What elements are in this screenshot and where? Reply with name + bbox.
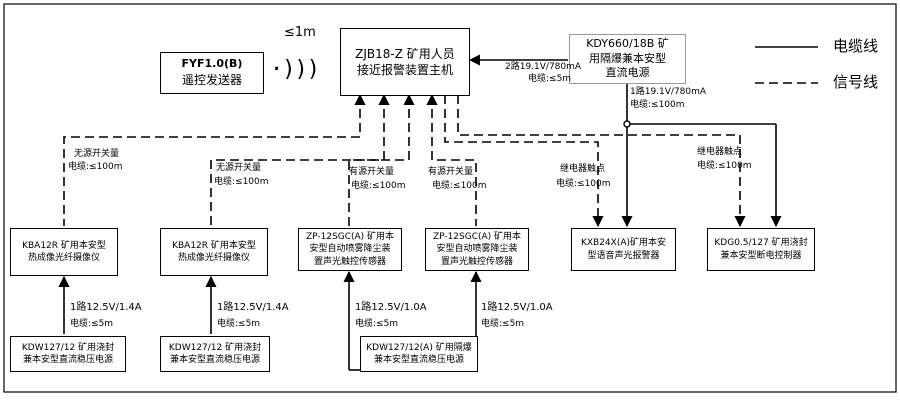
signal-label-5-cable: 电缆:≤100m <box>556 179 611 189</box>
remote-model: FYF1.0(B) <box>181 57 243 71</box>
signal-label-2-type: 无源开关量 <box>216 163 262 173</box>
psu-down-spec: 1路19.1V/780mA <box>630 87 707 97</box>
power-supply-1: KDW127/12 矿用浇封 兼本安型直流稳压电源 <box>10 336 126 372</box>
power-label-3-cable: 电缆:≤5m <box>355 319 399 329</box>
wireless-distance: ≤1m <box>284 25 316 40</box>
power-label-2-spec: 1路12.5V/1.4A <box>217 302 289 313</box>
main-psu-line2: 用隔爆兼本安型 <box>589 51 666 65</box>
signal-label-1-type: 无源开关量 <box>74 149 120 159</box>
signal-sensor1 <box>348 93 415 226</box>
device-6-line1: KDG0.5/127 矿用浇封 <box>714 238 808 249</box>
signal-controller <box>457 95 746 228</box>
signal-label-2-cable: 电缆:≤100m <box>214 177 269 187</box>
signal-camera1 <box>63 93 366 226</box>
legend-signal-label: 信号线 <box>833 73 879 91</box>
power-label-1-spec: 1路12.5V/1.4A <box>70 302 142 313</box>
device-camera-1: KBA12R 矿用本安型 热成像光纤摄像仪 <box>10 228 118 276</box>
signal-label-6-cable: 电缆:≤100m <box>697 161 752 171</box>
device-3-line1: ZP-12SGC(A) 矿用本 <box>305 232 395 243</box>
device-audible-alarm: KXB24X(A)矿用本安 型语音声光报警器 <box>571 228 676 271</box>
main-psu-line1: KDY660/18B 矿 <box>586 36 669 50</box>
device-2-line2: 热成像光纤摄像仪 <box>177 253 250 263</box>
remote-name: 遥控发送器 <box>181 73 242 88</box>
power-label-4-cable: 电缆:≤5m <box>481 319 525 329</box>
outer-frame <box>3 3 897 393</box>
psu-3-line2: 兼本安型直流稳压电源 <box>373 355 464 365</box>
psu-3-line1: KDW127/12(A) 矿用隔爆 <box>366 342 472 353</box>
psu-2-line2: 兼本安型直流稳压电源 <box>169 355 260 365</box>
power-supply-3: KDW127/12(A) 矿用隔爆 兼本安型直流稳压电源 <box>360 336 478 372</box>
psu-2-line1: KDW127/12 矿用浇封 <box>168 342 262 353</box>
device-4-line1: ZP-12SGC(A) 矿用本 <box>432 232 522 243</box>
device-sensor-1: ZP-12SGC(A) 矿用本 安型自动喷雾降尘装 置声光触控传感器 <box>298 228 402 271</box>
power-label-2-cable: 电缆:≤5m <box>217 319 261 329</box>
power-label-3-spec: 1路12.5V/1.0A <box>355 302 427 313</box>
wireless-waves-icon: ·))) <box>270 57 320 82</box>
legend-cable-label: 电缆线 <box>833 37 879 55</box>
device-5-line2: 型语音声光报警器 <box>587 250 660 261</box>
psu-1-line2: 兼本安型直流稳压电源 <box>22 355 113 365</box>
psu-down-cable: 电缆:≤100m <box>630 100 685 110</box>
main-power-supply-box: KDY660/18B 矿 用隔爆兼本安型 直流电源 <box>569 34 686 84</box>
power-supply-2: KDW127/12 矿用浇封 兼本安型直流稳压电源 <box>160 336 270 372</box>
host-title-line1: ZJB18-Z 矿用人员 <box>355 46 455 61</box>
signal-label-1-cable: 电缆:≤100m <box>68 162 123 172</box>
signal-label-4-cable: 电缆:≤100m <box>432 181 487 191</box>
device-power-cutoff-controller: KDG0.5/127 矿用浇封 兼本安型断电控制器 <box>707 228 815 271</box>
signal-sensor2 <box>426 93 477 226</box>
host-title-line2: 接近报警装置主机 <box>356 63 453 77</box>
device-5-line1: KXB24X(A)矿用本安 <box>580 238 667 249</box>
power-label-1-cable: 电缆:≤5m <box>70 319 114 329</box>
signal-label-3-cable: 电缆:≤100m <box>351 181 406 191</box>
main-psu-line3: 直流电源 <box>605 66 650 80</box>
signal-label-6-type: 继电器触点 <box>697 147 743 157</box>
host-unit-box: ZJB18-Z 矿用人员 接近报警装置主机 <box>340 28 470 96</box>
device-6-line2: 兼本安型断电控制器 <box>720 250 802 261</box>
device-3-line2: 安型自动喷雾降尘装 <box>309 244 391 255</box>
signal-alarm <box>444 95 604 228</box>
remote-transmitter-box: FYF1.0(B) 遥控发送器 <box>160 52 264 94</box>
signal-camera2 <box>210 93 390 226</box>
cable-junction <box>623 120 631 128</box>
signal-label-4-type: 有源开关量 <box>428 167 474 177</box>
device-2-line1: KBA12R 矿用本安型 <box>172 240 256 251</box>
power-label-4-spec: 1路12.5V/1.0A <box>481 302 553 313</box>
signal-label-5-type: 继电器触点 <box>560 164 606 174</box>
psu-host-cable: 电缆:≤5m <box>528 74 572 84</box>
device-camera-2: KBA12R 矿用本安型 热成像光纤摄像仪 <box>160 228 268 276</box>
psu-1-line1: KDW127/12 矿用浇封 <box>21 342 115 353</box>
device-4-line2: 安型自动喷雾降尘装 <box>436 244 518 255</box>
device-sensor-2: ZP-12SGC(A) 矿用本 安型自动喷雾降尘装 置声光触控传感器 <box>425 228 529 271</box>
signal-label-3-type: 有源开关量 <box>349 167 395 177</box>
device-1-line1: KBA12R 矿用本安型 <box>22 240 106 251</box>
device-3-line3: 置声光触控传感器 <box>313 256 386 267</box>
psu-host-spec: 2路19.1V/780mA <box>505 62 582 72</box>
device-1-line2: 热成像光纤摄像仪 <box>27 253 100 263</box>
device-4-line3: 置声光触控传感器 <box>440 256 513 267</box>
